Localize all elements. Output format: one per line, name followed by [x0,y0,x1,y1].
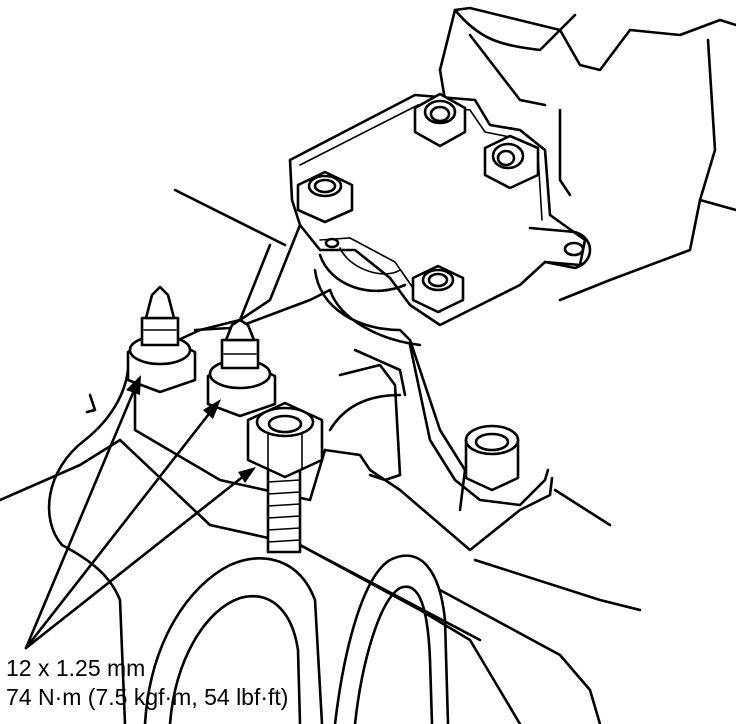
callout-leader-lines [24,375,256,650]
mounting-bolt [246,401,324,554]
bolt-size-label: 12 x 1.25 mm [6,655,146,681]
mounting-stud-right [206,318,277,418]
mount-nut-lower-right [464,424,520,492]
mounting-stud-left [126,285,197,394]
mount-nut-top [413,92,467,148]
mount-nut-center [411,264,465,314]
torque-spec-label: 74 N·m (7.5 kgf·m, 54 lbf·ft) [6,684,289,710]
mount-nut-top-left [296,170,354,224]
mount-nut-top-right [483,134,540,190]
arrowhead-stud-left [126,375,141,395]
arrowhead-stud-right [203,399,221,419]
engine-block-outline [0,188,642,724]
arrowhead-bolt [238,467,256,483]
